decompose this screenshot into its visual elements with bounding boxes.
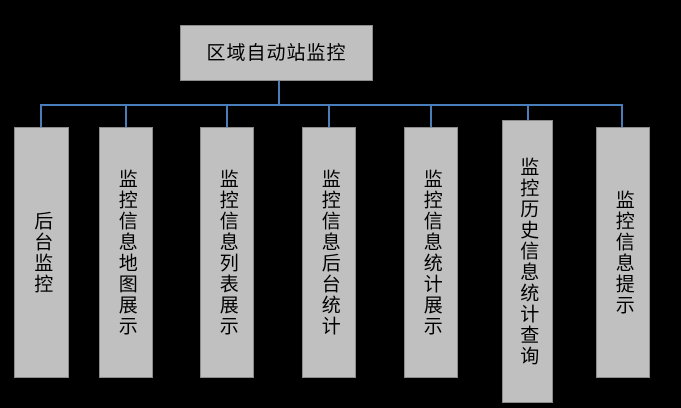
connector-drop-4: [328, 104, 330, 128]
node-root-label: 区域自动站监控: [206, 41, 347, 64]
node-child-5-label: 监控信息统计展示: [420, 168, 443, 337]
connector-drop-7: [621, 104, 623, 128]
node-child-6[interactable]: 监控历史信息统计查询: [502, 120, 553, 403]
connector-root-stem: [278, 81, 280, 106]
node-child-4[interactable]: 监控信息后台统计: [302, 127, 356, 378]
node-child-4-label: 监控信息后台统计: [318, 168, 341, 337]
node-child-6-label: 监控历史信息统计查询: [517, 156, 540, 367]
node-child-2[interactable]: 监控信息地图展示: [99, 127, 153, 378]
node-child-7-label: 监控信息提示: [612, 189, 635, 316]
connector-drop-3: [226, 104, 228, 128]
node-child-3[interactable]: 监控信息列表展示: [200, 127, 254, 378]
connector-drop-6: [527, 104, 529, 121]
connector-drop-1: [40, 104, 42, 128]
connector-horizontal-bus: [40, 104, 623, 106]
connector-drop-5: [430, 104, 432, 128]
node-child-1[interactable]: 后台监控: [14, 127, 69, 378]
node-child-3-label: 监控信息列表展示: [216, 168, 239, 337]
node-child-1-label: 后台监控: [31, 210, 54, 295]
connector-drop-2: [125, 104, 127, 128]
node-child-7[interactable]: 监控信息提示: [596, 127, 650, 378]
node-root[interactable]: 区域自动站监控: [180, 25, 373, 81]
node-child-2-label: 监控信息地图展示: [115, 168, 138, 337]
node-child-5[interactable]: 监控信息统计展示: [404, 127, 458, 378]
